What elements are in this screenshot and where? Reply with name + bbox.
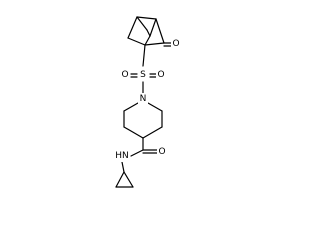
amide-nitrogen-atom: HN <box>114 150 130 162</box>
bond <box>142 44 146 67</box>
bond <box>155 18 165 44</box>
atom-label: O <box>121 70 128 80</box>
atom-labels: O S O O N O HN <box>114 38 181 162</box>
bond <box>123 171 134 188</box>
atom-label: O <box>158 147 165 157</box>
bond <box>144 35 151 46</box>
bond <box>127 16 138 39</box>
bond <box>147 102 163 112</box>
molecule-structure-diagram: O S O O N O HN <box>114 16 181 188</box>
bond <box>123 126 144 139</box>
sulfonyl-oxygen-right-atom: O <box>156 69 166 81</box>
sulfonyl-oxygen-left-atom: O <box>120 69 130 81</box>
bond <box>144 42 165 46</box>
atom-label: O <box>172 39 179 49</box>
bond <box>115 171 125 188</box>
bond <box>136 16 148 31</box>
bond <box>149 18 157 37</box>
bond <box>142 126 163 139</box>
piperidine-nitrogen-atom: N <box>138 93 148 105</box>
bond <box>130 149 144 157</box>
sulfonyl-sulfur-atom: S <box>138 69 148 81</box>
atom-label: N <box>140 94 147 104</box>
atom-label: O <box>157 70 164 80</box>
bond-lines <box>115 16 172 188</box>
atom-label: S <box>140 70 146 80</box>
bond <box>121 161 125 173</box>
bond <box>136 16 157 20</box>
bond <box>146 29 151 37</box>
atom-label: HN <box>115 151 129 161</box>
amide-oxygen-atom: O <box>157 146 167 158</box>
bond <box>123 102 139 112</box>
bond <box>127 37 146 46</box>
ketone-oxygen-atom: O <box>171 38 181 50</box>
